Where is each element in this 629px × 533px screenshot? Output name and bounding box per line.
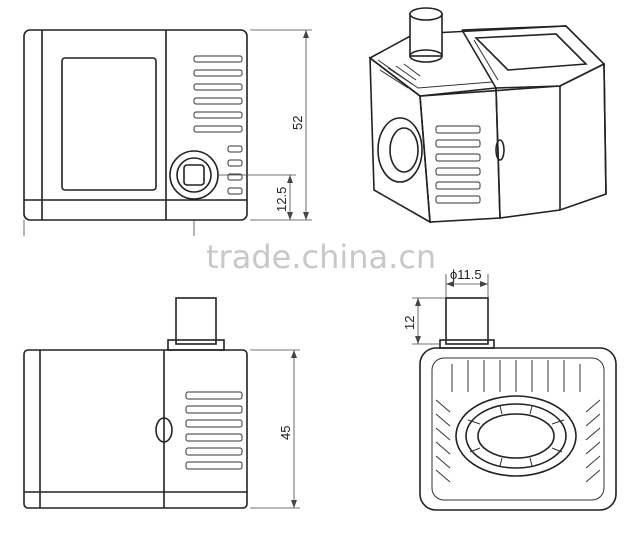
intake-grille <box>455 395 577 477</box>
dim-side-height: 45 <box>278 426 293 440</box>
intake-left-vents <box>435 399 451 483</box>
iso-vents-left <box>379 63 421 89</box>
watermark: trade.china.cn <box>206 238 436 276</box>
dim-front-height: 52 <box>290 116 305 130</box>
front-vent-slots <box>193 55 243 195</box>
dim-outlet-length: 12 <box>402 316 417 330</box>
dim-outlet-diameter: ϕ11.5 <box>450 267 482 282</box>
isometric-view <box>368 7 607 224</box>
dim-outlet-height: 12.5 <box>274 187 289 212</box>
intake-view: ϕ11.5 12 <box>402 267 617 511</box>
iso-vents-front <box>435 125 481 204</box>
iso-intake <box>377 117 423 183</box>
intake-top-vents <box>451 360 581 392</box>
intake-right-vents <box>585 399 601 483</box>
iso-outlet <box>409 7 443 63</box>
side-view: 45 <box>23 297 300 509</box>
front-view: 52 12.5 <box>23 29 312 236</box>
side-vent-slots <box>185 391 243 470</box>
front-outlet <box>169 150 219 200</box>
